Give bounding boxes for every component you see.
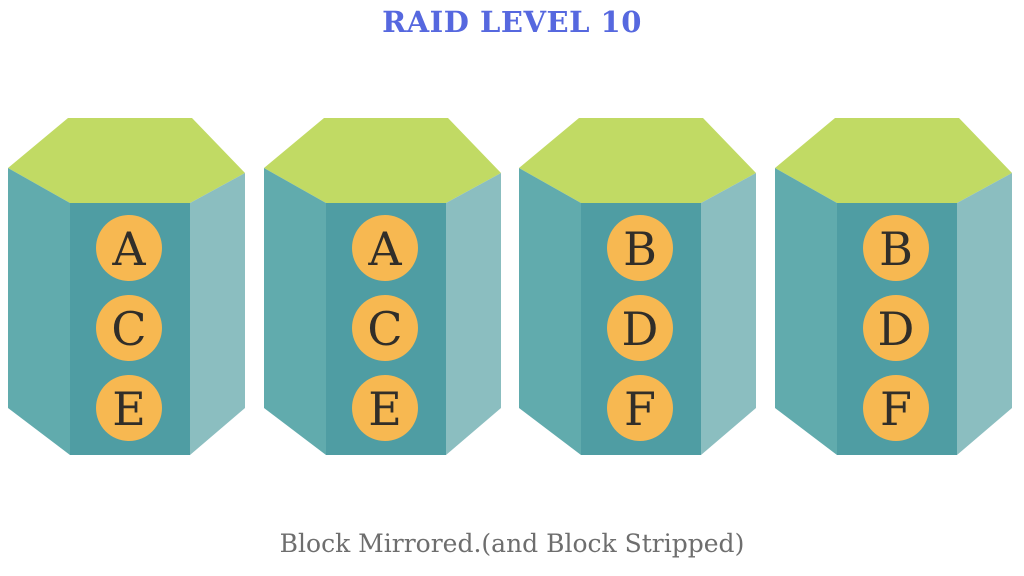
block-label: B xyxy=(623,222,657,276)
disk-left-face xyxy=(263,168,326,455)
block-circle xyxy=(96,295,162,361)
disk-top-face xyxy=(263,118,501,203)
disk-right-face xyxy=(701,173,757,455)
block-circle xyxy=(862,215,929,281)
block-label: E xyxy=(368,382,402,436)
disk-right-face xyxy=(190,173,245,455)
block-circle xyxy=(96,215,162,281)
disk-4: B D F xyxy=(774,118,1012,455)
disk-left-face xyxy=(8,168,70,455)
block-circle xyxy=(862,375,929,441)
disk-top-face xyxy=(519,118,757,203)
disk-left-face xyxy=(519,168,582,455)
block-circle xyxy=(607,295,674,361)
block-circle xyxy=(351,295,418,361)
block-circle xyxy=(607,215,674,281)
disk-row: A C E A C E B D F xyxy=(8,118,1012,455)
block-label: D xyxy=(622,302,659,356)
block-label: D xyxy=(878,302,915,356)
disk-left-face xyxy=(774,168,837,455)
disk-1: A C E xyxy=(8,118,245,455)
disk-right-face xyxy=(956,173,1012,455)
block-label: A xyxy=(367,222,402,276)
block-label: F xyxy=(624,382,656,436)
disk-right-face xyxy=(445,173,501,455)
block-circle xyxy=(862,295,929,361)
block-circle xyxy=(96,375,162,441)
block-label: F xyxy=(880,382,912,436)
block-circle xyxy=(351,215,418,281)
disk-top-face xyxy=(8,118,245,203)
diagram-caption: Block Mirrored.(and Block Stripped) xyxy=(279,529,745,558)
block-circle xyxy=(607,375,674,441)
disk-3: B D F xyxy=(519,118,757,455)
page-title: RAID LEVEL 10 xyxy=(382,5,642,39)
block-label: E xyxy=(112,382,146,436)
disk-2: A C E xyxy=(263,118,501,455)
block-label: C xyxy=(111,302,146,356)
block-label: B xyxy=(879,222,913,276)
block-circle xyxy=(351,375,418,441)
block-label: A xyxy=(111,222,146,276)
disk-top-face xyxy=(774,118,1012,203)
block-label: C xyxy=(367,302,402,356)
